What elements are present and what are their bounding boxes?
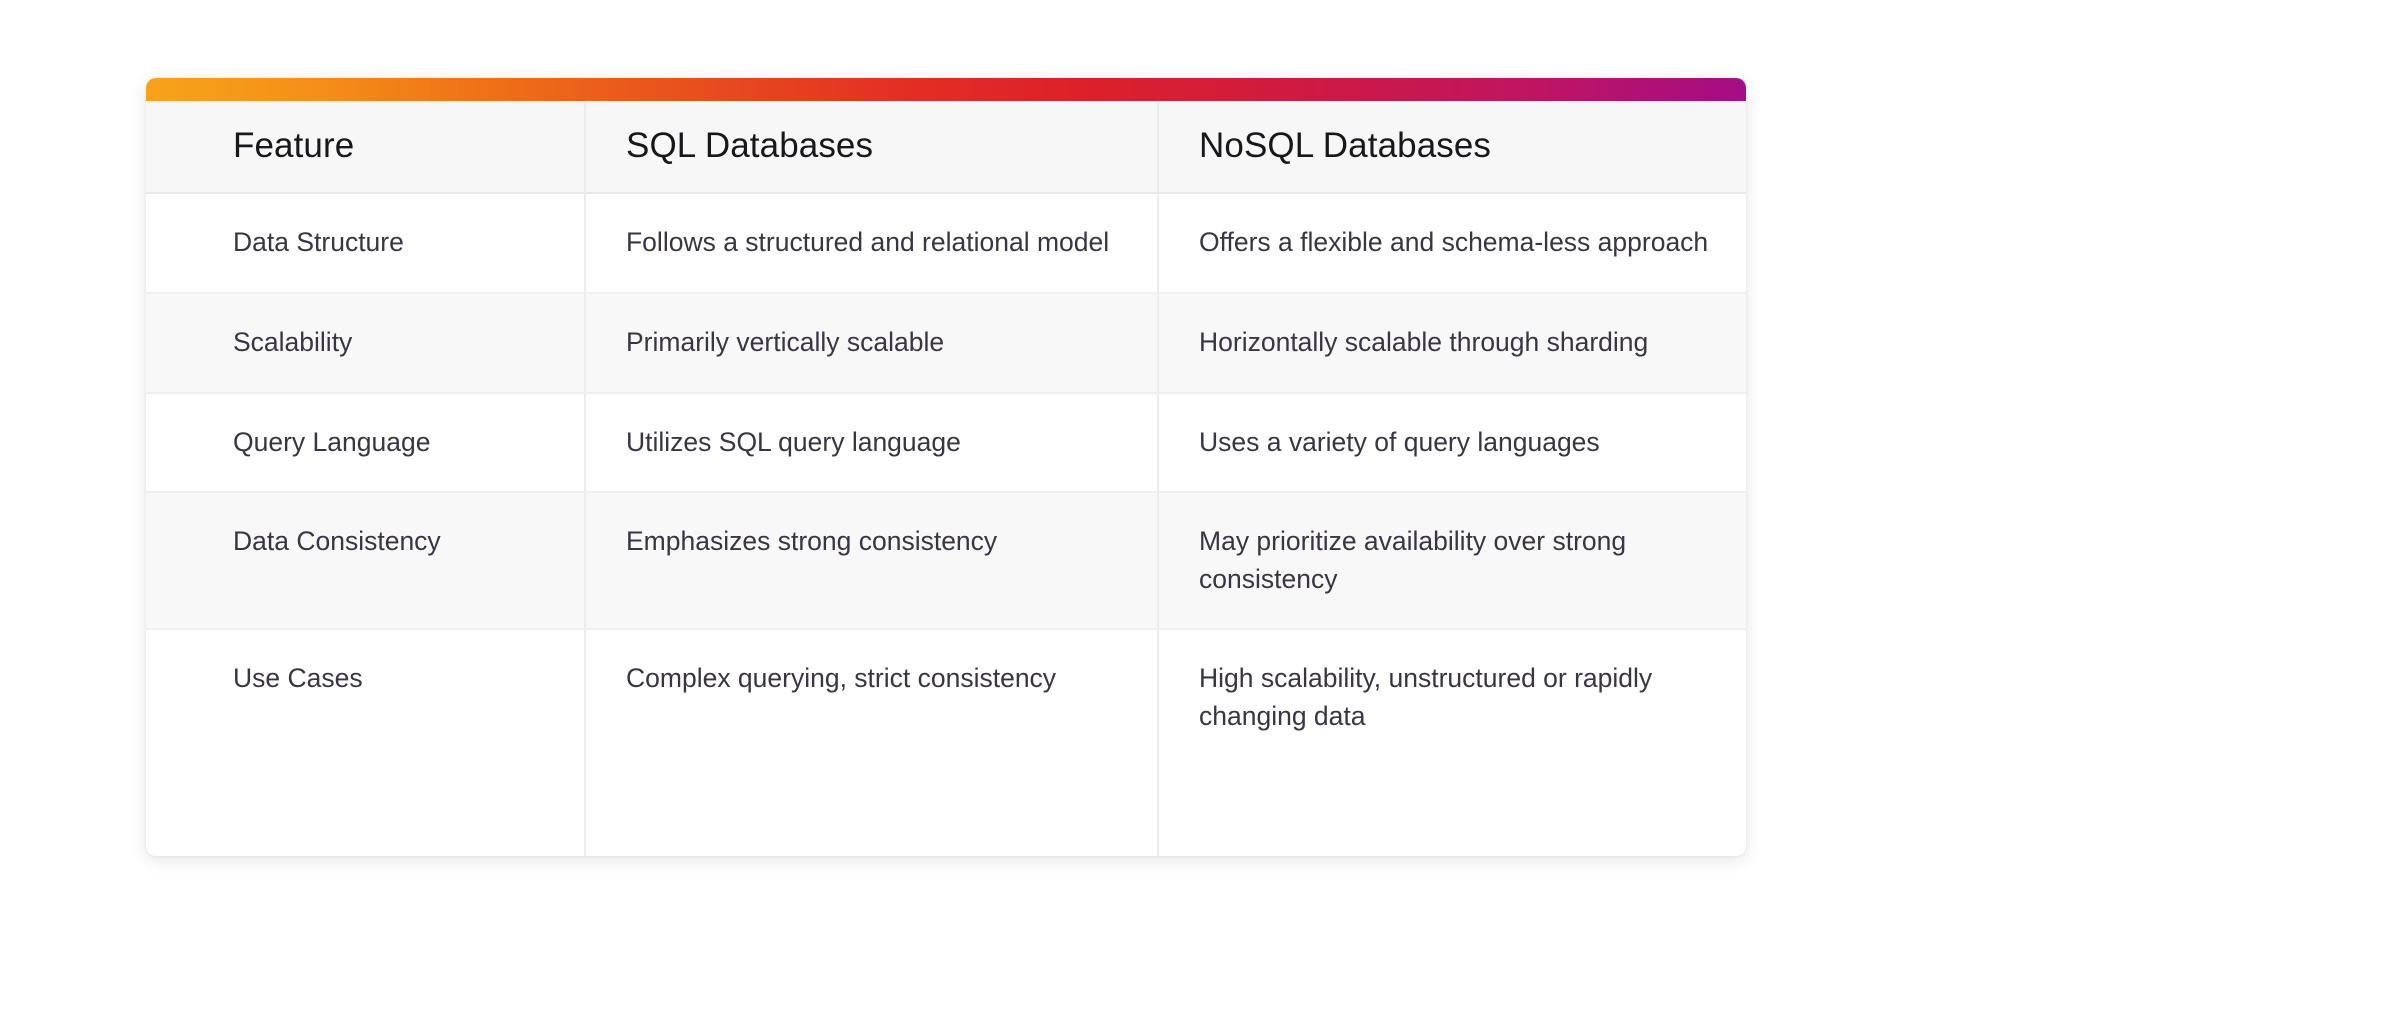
cell-nosql: Uses a variety of query languages (1157, 392, 1746, 494)
cell-sql: Emphasizes strong consistency (584, 492, 1158, 631)
column-header-nosql-databases: NoSQL Databases (1157, 101, 1746, 195)
cell-sql: Primarily vertically scalable (584, 292, 1158, 394)
cell-sql: Follows a structured and relational mode… (584, 193, 1158, 294)
sql-vs-nosql-comparison-table: Feature SQL Databases NoSQL Databases Da… (146, 101, 1746, 856)
table-row: Data Consistency Emphasizes strong consi… (146, 492, 1746, 631)
table-row: Query Language Utilizes SQL query langua… (146, 392, 1746, 494)
column-header-sql-databases: SQL Databases (584, 101, 1158, 195)
cell-nosql: High scalability, unstructured or rapidl… (1157, 629, 1746, 856)
cell-nosql: Offers a flexible and schema-less approa… (1157, 193, 1746, 294)
table-row: Data Structure Follows a structured and … (146, 193, 1746, 294)
table-body: Data Structure Follows a structured and … (146, 193, 1746, 856)
comparison-table-card: Feature SQL Databases NoSQL Databases Da… (146, 78, 1746, 856)
cell-feature: Use Cases (233, 663, 363, 694)
cell-feature: Data Consistency (146, 492, 585, 631)
gradient-accent-bar (146, 78, 1746, 101)
cell-nosql: May prioritize availability over strong … (1157, 492, 1746, 631)
table-header-row: Feature SQL Databases NoSQL Databases (146, 101, 1746, 195)
table-row: Scalability Primarily vertically scalabl… (146, 292, 1746, 394)
table-header: Feature SQL Databases NoSQL Databases (146, 101, 1746, 195)
cell-sql: Complex querying, strict consistency (584, 629, 1158, 856)
cell-feature: Data Structure (146, 193, 585, 294)
column-header-feature: Feature (146, 101, 585, 195)
cell-sql: Utilizes SQL query language (584, 392, 1158, 494)
cell-feature: Scalability (146, 292, 585, 394)
cell-nosql: Horizontally scalable through sharding (1157, 292, 1746, 394)
cell-feature: Query Language (146, 392, 585, 494)
table-row: Use Cases Complex querying, strict consi… (146, 629, 1746, 856)
